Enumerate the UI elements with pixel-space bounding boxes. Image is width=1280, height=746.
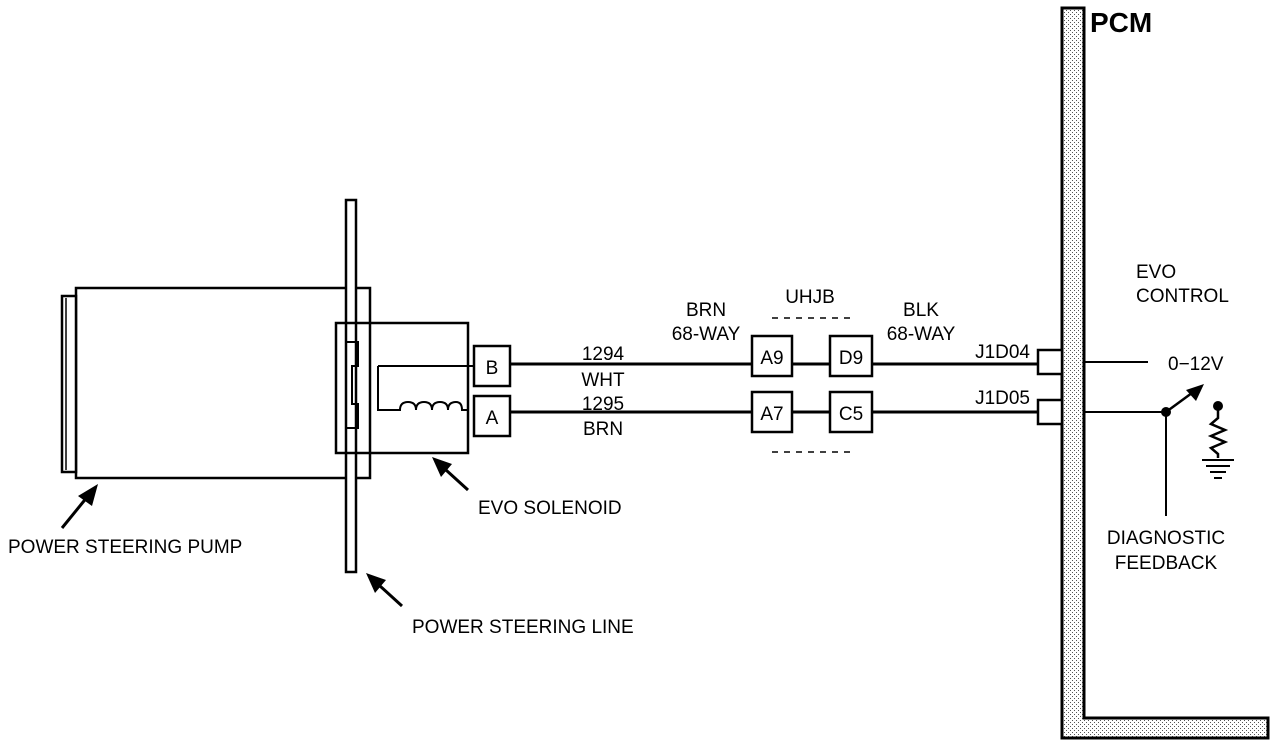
diagnostic-label-line1: DIAGNOSTIC <box>1107 528 1225 549</box>
pcm-pin-j1d04-label: J1D04 <box>975 342 1030 363</box>
evo-control-label-line2: CONTROL <box>1136 286 1229 307</box>
connector-pin-a9: A9 <box>750 334 794 378</box>
evo-solenoid-label: EVO SOLENOID <box>478 498 622 519</box>
wire-1294-circuit: 1294 <box>582 344 625 365</box>
uhjb-label: UHJB <box>785 287 835 308</box>
pump-pointer-arrow <box>60 484 98 529</box>
power-steering-pump-label: POWER STEERING PUMP <box>8 537 242 558</box>
right-connector-type: 68-WAY <box>887 324 956 345</box>
ground-icon <box>1202 459 1234 479</box>
solenoid-pin-a-label: A <box>486 408 499 429</box>
pcm-title: PCM <box>1090 7 1152 38</box>
connector-pin-d9: D9 <box>828 334 874 378</box>
solenoid-pointer-arrow <box>432 457 470 492</box>
power-steering-pump <box>60 286 372 480</box>
uhjb-junction-outline <box>772 317 852 453</box>
evo-solenoid <box>334 321 474 455</box>
connector-pin-c5-label: C5 <box>839 404 863 425</box>
solenoid-pin-b: B <box>472 344 512 388</box>
left-connector-type: 68-WAY <box>672 324 741 345</box>
connector-pin-c5: C5 <box>828 390 874 434</box>
ground-resistor <box>1207 401 1229 458</box>
control-switch <box>1161 384 1204 417</box>
right-connector-color: BLK <box>903 300 939 321</box>
connector-pin-d9-label: D9 <box>839 348 863 369</box>
connector-pin-a7-label: A7 <box>760 404 783 425</box>
pcm-pin-j1d05 <box>1036 398 1064 426</box>
wire-1294-color: WHT <box>581 370 625 391</box>
solenoid-pin-a: A <box>472 394 512 438</box>
pcm-pin-j1d04 <box>1036 348 1064 376</box>
pcm-housing <box>1060 6 1270 740</box>
diagnostic-label-line2: FEEDBACK <box>1115 553 1218 574</box>
pcm-pin-j1d05-label: J1D05 <box>975 388 1030 409</box>
line-pointer-arrow <box>366 573 404 608</box>
evo-control-voltage: 0−12V <box>1168 354 1224 375</box>
connector-pin-a9-label: A9 <box>760 348 783 369</box>
solenoid-pin-b-label: B <box>486 358 499 379</box>
power-steering-line <box>344 198 359 574</box>
power-steering-line-label: POWER STEERING LINE <box>412 617 634 638</box>
wire-1295-color: BRN <box>583 419 623 440</box>
connector-pin-a7: A7 <box>750 390 794 434</box>
evo-control-label-line1: EVO <box>1136 262 1176 283</box>
wire-1295-circuit: 1295 <box>582 394 624 415</box>
left-connector-color: BRN <box>686 300 726 321</box>
